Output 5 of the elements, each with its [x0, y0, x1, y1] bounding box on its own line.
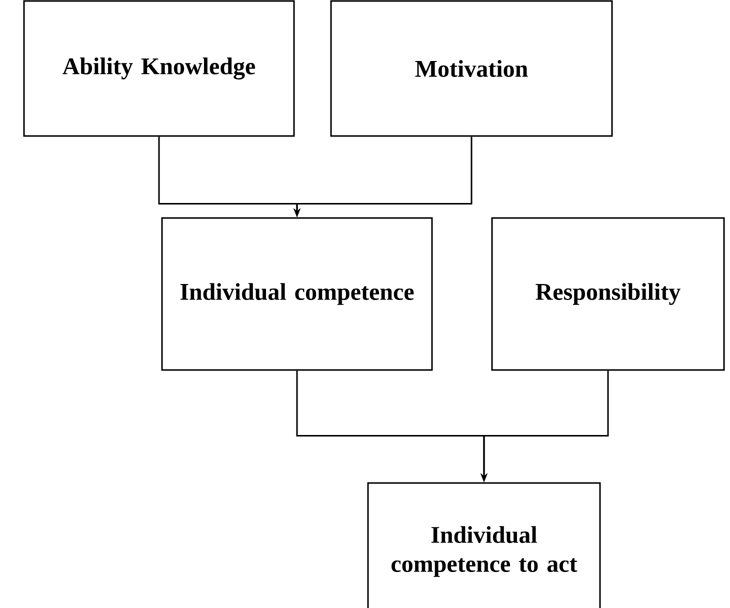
- process-box: Responsibility: [491, 217, 725, 371]
- process-box: Individual competence: [161, 217, 433, 371]
- process-box: Ability Knowledge: [23, 0, 295, 137]
- process-box: Individual competence to act: [367, 482, 601, 608]
- process-box: Motivation: [330, 0, 613, 137]
